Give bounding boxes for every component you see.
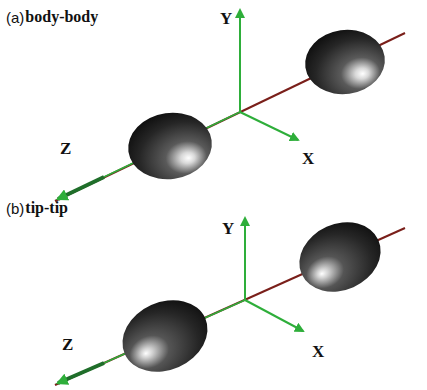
axis-label: X <box>302 150 314 167</box>
ellipsoid <box>111 287 219 385</box>
panel-title: tip-tip <box>25 200 68 216</box>
panel-a <box>55 10 405 201</box>
panel-b <box>55 210 405 385</box>
x-axis <box>245 300 303 331</box>
y-axis <box>239 10 241 112</box>
z-axis-arrow <box>58 363 104 383</box>
ellipsoid <box>124 107 216 184</box>
axis-label: Z <box>62 336 73 353</box>
panel-tag: (a) <box>6 10 24 25</box>
ellipsoid <box>301 25 389 100</box>
y-axis <box>244 218 246 300</box>
panel-tag: (b) <box>6 201 24 216</box>
axis-label: Y <box>222 220 234 237</box>
axis-label: X <box>312 343 324 360</box>
x-axis <box>240 112 298 140</box>
axis-label: Y <box>220 10 232 27</box>
panel-title: body-body <box>25 9 98 25</box>
axis-label: Z <box>60 140 71 157</box>
ellipsoid <box>288 210 392 304</box>
z-axis-arrow <box>58 177 104 199</box>
